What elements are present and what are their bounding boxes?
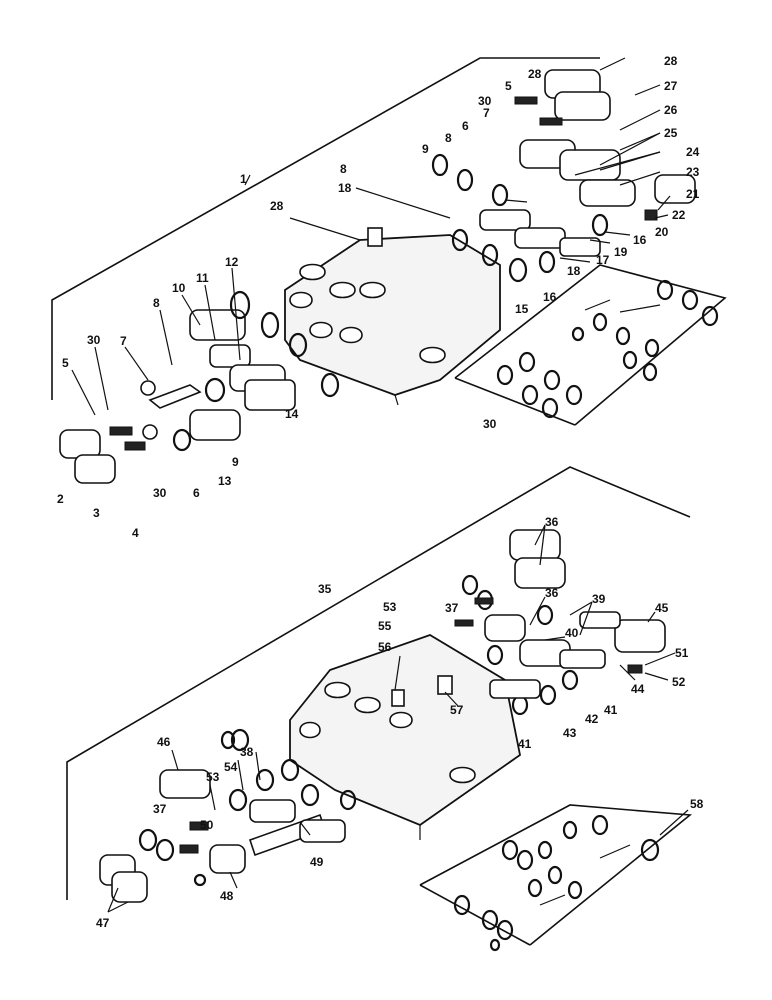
label-45: 45 xyxy=(655,601,669,615)
label-16: 16 xyxy=(543,290,557,304)
label-51: 51 xyxy=(675,646,689,660)
label-41b: 41 xyxy=(604,703,618,717)
part-labels-upper: 1 2 3 4 5 5 6 6 7 7 8 8 8 9 9 10 11 12 1… xyxy=(57,54,700,540)
label-21: 21 xyxy=(686,187,700,201)
assembly-1-bracket xyxy=(51,57,600,400)
right-components-lower xyxy=(454,529,666,716)
label-28: 28 xyxy=(664,54,678,68)
label-30: 30 xyxy=(87,333,101,347)
label-28c: 28 xyxy=(270,199,284,213)
label-6b: 6 xyxy=(462,119,469,133)
label-7b: 7 xyxy=(483,106,490,120)
left-components-upper xyxy=(59,290,340,484)
lower-valve-assembly: 35 36 36 37 37 38 39 40 41 41 42 43 44 4… xyxy=(66,466,704,952)
part-labels-lower: 35 36 36 37 37 38 39 40 41 41 42 43 44 4… xyxy=(96,515,704,930)
label-25: 25 xyxy=(664,126,678,140)
left-components-lower xyxy=(99,728,357,903)
label-1: 1 xyxy=(240,172,247,186)
label-7: 7 xyxy=(120,334,127,348)
label-50: 50 xyxy=(200,818,214,832)
label-42: 42 xyxy=(585,712,599,726)
label-8c: 8 xyxy=(340,162,347,176)
label-14: 14 xyxy=(285,407,299,421)
label-9: 9 xyxy=(232,455,239,469)
label-48: 48 xyxy=(220,889,234,903)
leader-lines-upper xyxy=(71,57,671,416)
label-2: 2 xyxy=(57,492,64,506)
label-53b: 53 xyxy=(206,770,220,784)
label-12: 12 xyxy=(225,255,239,269)
label-20: 20 xyxy=(655,225,669,239)
label-5b: 5 xyxy=(505,79,512,93)
label-30d: 30 xyxy=(483,417,497,431)
label-24: 24 xyxy=(686,145,700,159)
right-components-upper xyxy=(431,69,696,283)
label-27: 27 xyxy=(664,79,678,93)
label-5: 5 xyxy=(62,356,69,370)
label-55: 55 xyxy=(378,619,392,633)
label-15: 15 xyxy=(515,302,529,316)
label-4: 4 xyxy=(132,526,139,540)
valve-body-lower xyxy=(289,634,521,840)
label-58: 58 xyxy=(690,797,704,811)
label-36: 36 xyxy=(545,515,559,529)
label-53: 53 xyxy=(383,600,397,614)
assembly-35-bracket xyxy=(66,466,691,900)
label-19: 19 xyxy=(614,245,628,259)
seal-kit-upper xyxy=(454,264,727,426)
label-37b: 37 xyxy=(445,601,459,615)
label-52: 52 xyxy=(672,675,686,689)
label-8b: 8 xyxy=(445,131,452,145)
label-35: 35 xyxy=(318,582,332,596)
label-40: 40 xyxy=(565,626,579,640)
label-28b: 28 xyxy=(528,67,542,81)
label-9b: 9 xyxy=(422,142,429,156)
label-37: 37 xyxy=(153,802,167,816)
label-26: 26 xyxy=(664,103,678,117)
label-17: 17 xyxy=(596,253,610,267)
label-10: 10 xyxy=(172,281,186,295)
seal-kit-lower xyxy=(419,804,693,952)
label-16b: 16 xyxy=(633,233,647,247)
label-23: 23 xyxy=(686,165,700,179)
label-8: 8 xyxy=(153,296,160,310)
label-41: 41 xyxy=(518,737,532,751)
upper-valve-assembly: 1 2 3 4 5 5 6 6 7 7 8 8 8 9 9 10 11 12 1… xyxy=(51,54,727,540)
label-44: 44 xyxy=(631,682,645,696)
label-49: 49 xyxy=(310,855,324,869)
label-11: 11 xyxy=(196,271,209,285)
label-3: 3 xyxy=(93,506,100,520)
label-43: 43 xyxy=(563,726,577,740)
label-57: 57 xyxy=(450,703,464,717)
label-36b: 36 xyxy=(545,586,559,600)
label-22: 22 xyxy=(672,208,686,222)
label-18: 18 xyxy=(567,264,581,278)
label-13: 13 xyxy=(218,474,232,488)
label-47: 47 xyxy=(96,916,110,930)
label-18b: 18 xyxy=(338,181,352,195)
leader-lines-lower xyxy=(107,524,689,913)
label-30b: 30 xyxy=(153,486,167,500)
label-39: 39 xyxy=(592,592,606,606)
label-38: 38 xyxy=(240,745,254,759)
label-6: 6 xyxy=(193,486,200,500)
label-30c: 30 xyxy=(478,94,492,108)
label-54: 54 xyxy=(224,760,238,774)
label-46: 46 xyxy=(157,735,171,749)
label-56: 56 xyxy=(378,640,392,654)
valve-body-upper xyxy=(284,227,501,406)
